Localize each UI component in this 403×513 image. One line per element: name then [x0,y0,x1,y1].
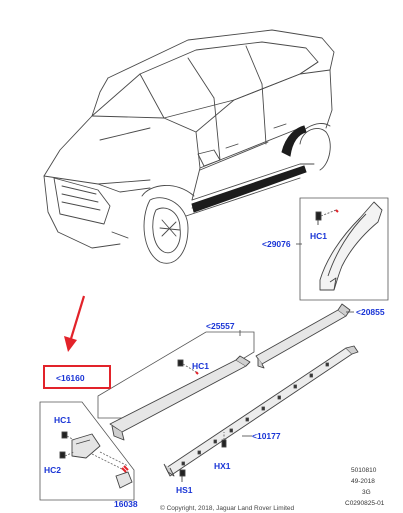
callout-highlight-box [43,365,111,389]
panel-frame-25557 [97,331,255,419]
mudflap-bracket-part [71,433,101,459]
clip-hc2-16160 [59,451,75,459]
bracket-part-16038 [115,471,133,489]
sill-moulding-long-part [163,345,359,477]
reference-code-4: C0290825-01 [345,500,385,507]
wheel-arch-trim-part [319,201,383,291]
clip-hc1-16160 [61,431,75,441]
callout-hc1-top[interactable]: HC1 [310,231,328,241]
copyright-text: © Copyright, 2018, Jaguar Land Rover Lim… [160,505,295,512]
callout-10177[interactable]: <10177 [252,431,281,441]
callout-29076[interactable]: <29076 [262,239,291,249]
sill-moulding-highlight [191,165,307,213]
callout-16038[interactable]: 16038 [114,499,138,509]
sill-trim-upper-part [109,355,251,441]
sill-trim-rear-part [255,303,351,369]
callout-hc2-left[interactable]: HC2 [44,465,62,475]
callout-16160[interactable]: <16160 [56,373,85,383]
clip-fastener-29076 [315,209,337,225]
wheel-arch-moulding-highlight [281,125,307,157]
callout-hx1[interactable]: HX1 [214,461,231,471]
callout-hs1[interactable]: HS1 [176,485,193,495]
callout-25557[interactable]: <25557 [206,321,235,331]
fastener-hx1 [221,432,227,448]
reference-code-3: 3G [362,489,371,496]
callout-hc1-left[interactable]: HC1 [54,415,72,425]
red-arrow-icon [64,295,86,352]
callout-20855[interactable]: <20855 [356,307,385,317]
clip-row-10177 [181,362,329,466]
callout-hc1-mid[interactable]: HC1 [192,361,210,371]
reference-code-1: 5010810 [351,467,377,474]
panel-frame-16160 [39,401,135,501]
inset-frame-29076 [299,197,389,301]
reference-code-2: 49-2018 [351,478,375,485]
clip-fastener-25557 [177,359,197,373]
fastener-hs1 [179,469,186,482]
